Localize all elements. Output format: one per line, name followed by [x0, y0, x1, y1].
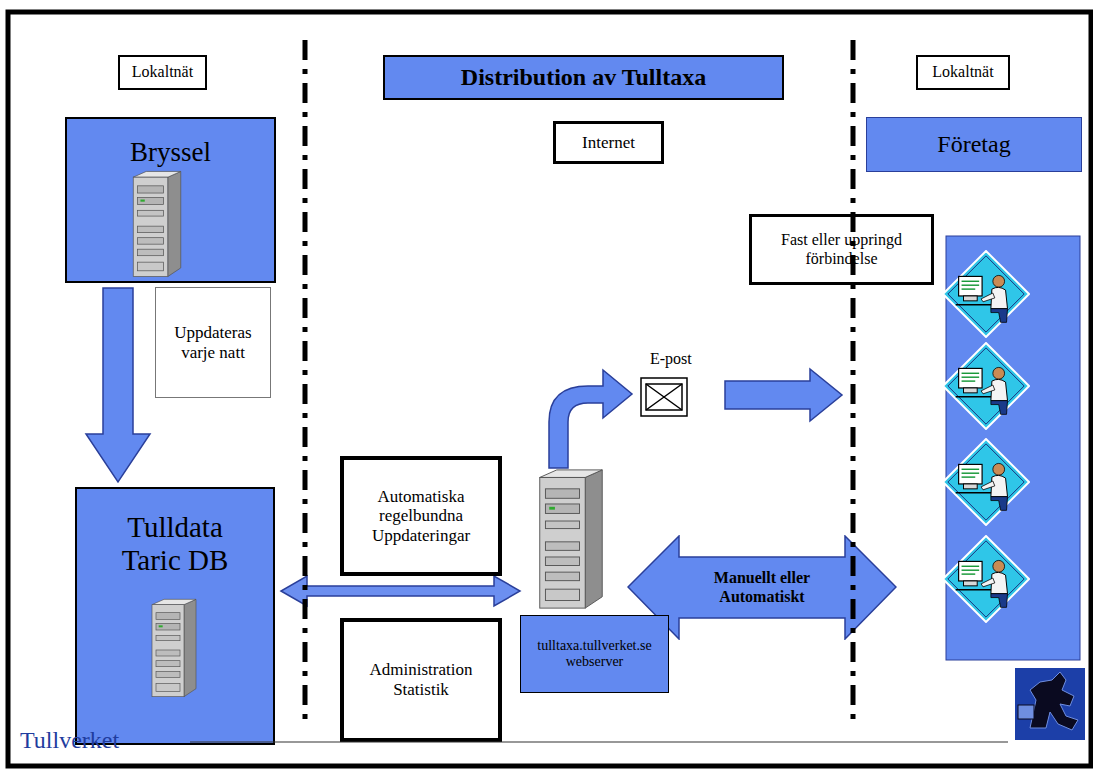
- node-text: tulltaxa.tullverket.se webserver: [520, 615, 669, 693]
- node-text: Administration Statistik: [352, 660, 490, 699]
- block-arrow: [281, 576, 520, 606]
- node-text: Bryssel: [130, 137, 211, 168]
- database-box: Tulldata Taric DB: [75, 487, 275, 745]
- network-tag: Lokaltnät: [916, 55, 1010, 90]
- organisation-name-box: Tullverket: [20, 727, 119, 755]
- node-text: Lokaltnät: [932, 63, 993, 81]
- company-box: Företag: [866, 117, 1082, 172]
- arrow-body: [86, 288, 150, 482]
- network-tag: Lokaltnät: [118, 55, 207, 90]
- title-box: Distribution av Tulltaxa: [383, 55, 784, 100]
- email-label: E-post: [650, 350, 692, 368]
- node-text: Uppdateras varje natt: [171, 323, 255, 362]
- node-text: Lokaltnät: [132, 63, 193, 81]
- connection-note: Fast eller uppringd förbindelse: [749, 214, 934, 285]
- title-text: Distribution av Tulltaxa: [461, 64, 706, 92]
- process-note: Automatiska regelbundna Uppdateringar: [340, 456, 502, 576]
- process-note: Administration Statistik: [340, 618, 502, 742]
- node-text: Företag: [937, 131, 1010, 159]
- double-arrow-fill: [628, 536, 896, 639]
- organisation-name: Tullverket: [20, 727, 119, 755]
- block-arrow: [86, 288, 150, 482]
- update-note: Uppdateras varje natt: [155, 287, 271, 398]
- server-box: Bryssel: [65, 117, 276, 283]
- node-text: Internet: [582, 133, 635, 153]
- node-text: Fast eller uppringd förbindelse: [758, 231, 925, 268]
- zone-tag: Internet: [553, 121, 664, 164]
- node-text: Tulldata Taric DB: [95, 511, 255, 578]
- node-text: Automatiska regelbundna Uppdateringar: [352, 487, 490, 546]
- arrow-body: [281, 576, 520, 606]
- email-label-box: E-post: [650, 350, 692, 368]
- node-text: Manuellt eller Automatiskt: [697, 569, 827, 606]
